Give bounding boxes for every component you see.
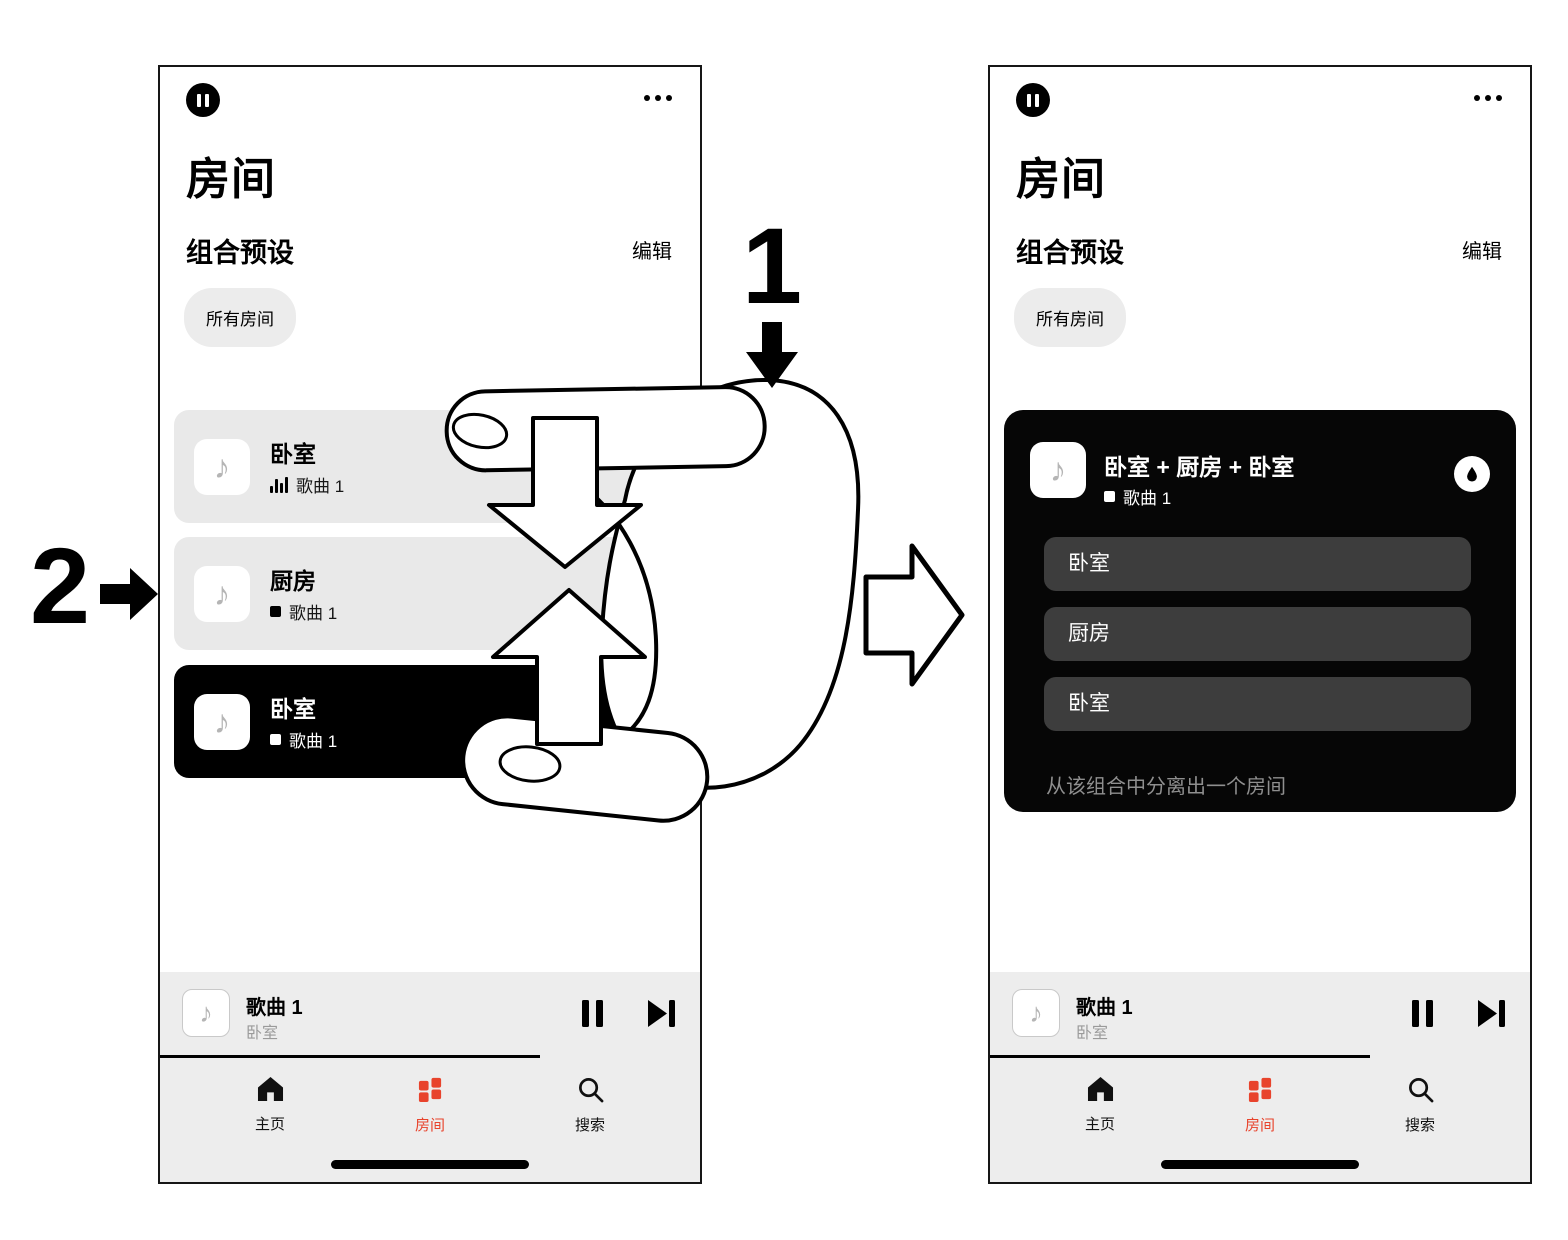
pause-status-icon[interactable] xyxy=(186,83,220,117)
album-art-icon: ♪ xyxy=(1012,989,1060,1037)
home-indicator[interactable] xyxy=(331,1160,529,1169)
left-phone-screen: 房间 组合预设 编辑 所有房间 ♪ 卧室 歌曲 1 ♪ 厨房 歌曲 1 ♪ 卧室… xyxy=(158,65,702,1184)
song-label: 歌曲 1 xyxy=(296,477,345,496)
room-card-kitchen[interactable]: ♪ 厨房 歌曲 1 xyxy=(174,537,686,650)
now-playing-room: 卧室 xyxy=(246,1025,279,1042)
tab-label: 主页 xyxy=(1084,1116,1115,1133)
more-options-icon[interactable] xyxy=(644,95,672,101)
group-hint-text: 从该组合中分离出一个房间 xyxy=(1046,776,1286,798)
step-1-number: 1 xyxy=(742,205,803,326)
tab-label: 房间 xyxy=(414,1117,445,1134)
equalizer-icon xyxy=(270,476,288,493)
step-2-right-arrow xyxy=(100,568,158,620)
edit-button[interactable]: 编辑 xyxy=(1462,241,1502,263)
home-icon xyxy=(1087,1076,1113,1102)
page-title: 房间 xyxy=(1016,155,1106,204)
group-card[interactable]: ♪ 卧室 + 厨房 + 卧室 歌曲 1 卧室 厨房 卧室 从该组合中分离出一个房… xyxy=(1004,410,1516,812)
group-title: 卧室 + 厨房 + 卧室 xyxy=(1104,454,1295,480)
tab-label: 主页 xyxy=(254,1116,285,1133)
presets-heading: 组合预设 xyxy=(186,238,294,268)
tab-label: 搜索 xyxy=(1404,1117,1435,1134)
album-art-icon: ♪ xyxy=(182,989,230,1037)
result-arrow xyxy=(863,543,965,687)
step-1-down-arrow xyxy=(746,322,798,388)
group-badge[interactable] xyxy=(1454,456,1490,492)
tab-label: 搜索 xyxy=(574,1117,605,1134)
now-playing-song: 歌曲 1 xyxy=(1076,997,1133,1019)
rooms-grid-icon xyxy=(1248,1077,1271,1103)
tab-bar: 主页 房间 搜索 xyxy=(990,1056,1530,1182)
home-indicator[interactable] xyxy=(1161,1160,1359,1169)
stop-square-icon xyxy=(1104,491,1115,502)
right-phone-screen: 房间 组合预设 编辑 所有房间 ♪ 卧室 + 厨房 + 卧室 歌曲 1 卧室 厨… xyxy=(988,65,1532,1184)
room-now-playing: 歌曲 1 xyxy=(270,472,344,497)
stop-square-icon xyxy=(270,734,281,745)
tab-search[interactable]: 搜索 xyxy=(545,1076,635,1135)
room-now-playing: 歌曲 1 xyxy=(270,727,337,752)
pause-button[interactable] xyxy=(582,1000,603,1032)
presets-heading: 组合预设 xyxy=(1016,238,1124,268)
room-card-bedroom-selected[interactable]: ♪ 卧室 歌曲 1 xyxy=(174,665,686,778)
pause-button[interactable] xyxy=(1412,1000,1433,1032)
now-playing-song: 歌曲 1 xyxy=(246,997,303,1019)
room-now-playing: 歌曲 1 xyxy=(270,599,337,624)
room-name: 厨房 xyxy=(270,568,316,594)
tab-label: 房间 xyxy=(1244,1117,1275,1134)
tab-rooms[interactable]: 房间 xyxy=(385,1076,475,1135)
tab-rooms[interactable]: 房间 xyxy=(1215,1076,1305,1135)
tab-bar: 主页 房间 搜索 xyxy=(160,1056,700,1182)
group-room-bedroom-2[interactable]: 卧室 xyxy=(1044,677,1471,731)
music-note-icon: ♪ xyxy=(194,693,250,750)
stop-square-icon xyxy=(270,606,281,617)
group-now-playing: 歌曲 1 xyxy=(1104,484,1171,509)
playback-progress-bar xyxy=(990,1055,1370,1058)
search-icon xyxy=(578,1078,603,1103)
more-options-icon[interactable] xyxy=(1474,95,1502,101)
page-title: 房间 xyxy=(186,155,276,204)
step-2-number: 2 xyxy=(30,525,91,646)
music-note-icon: ♪ xyxy=(194,438,250,495)
skip-next-button[interactable] xyxy=(648,1000,675,1032)
tab-home[interactable]: 主页 xyxy=(1055,1076,1145,1134)
search-icon xyxy=(1408,1078,1433,1103)
song-label: 歌曲 1 xyxy=(289,732,338,751)
all-rooms-pill[interactable]: 所有房间 xyxy=(1014,288,1126,347)
group-room-bedroom[interactable]: 卧室 xyxy=(1044,537,1471,591)
now-playing-room: 卧室 xyxy=(1076,1025,1109,1042)
drop-icon xyxy=(1467,466,1477,482)
room-name: 卧室 xyxy=(270,696,316,722)
home-icon xyxy=(257,1076,283,1102)
rooms-grid-icon xyxy=(418,1077,441,1103)
edit-button[interactable]: 编辑 xyxy=(632,241,672,263)
song-label: 歌曲 1 xyxy=(289,604,338,623)
song-label: 歌曲 1 xyxy=(1123,489,1172,508)
now-playing-bar[interactable]: ♪ 歌曲 1 卧室 xyxy=(990,972,1530,1056)
tab-home[interactable]: 主页 xyxy=(225,1076,315,1134)
pause-status-icon[interactable] xyxy=(1016,83,1050,117)
all-rooms-pill[interactable]: 所有房间 xyxy=(184,288,296,347)
playback-progress-bar xyxy=(160,1055,540,1058)
skip-next-button[interactable] xyxy=(1478,1000,1505,1032)
music-note-icon: ♪ xyxy=(194,565,250,622)
tab-search[interactable]: 搜索 xyxy=(1375,1076,1465,1135)
music-note-icon: ♪ xyxy=(1030,442,1086,498)
group-room-kitchen[interactable]: 厨房 xyxy=(1044,607,1471,661)
room-name: 卧室 xyxy=(270,441,316,467)
room-card-bedroom[interactable]: ♪ 卧室 歌曲 1 xyxy=(174,410,686,523)
now-playing-bar[interactable]: ♪ 歌曲 1 卧室 xyxy=(160,972,700,1056)
